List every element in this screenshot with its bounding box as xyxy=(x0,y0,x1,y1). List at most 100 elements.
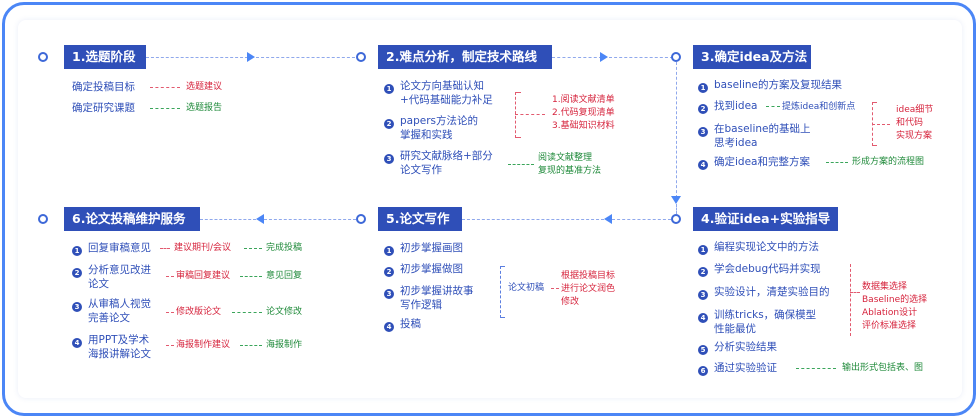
arrow-right-icon xyxy=(247,52,255,62)
stage-4-header: 4.验证idea+实验指导 xyxy=(693,207,838,231)
number-badge: 4 xyxy=(698,313,708,323)
connector xyxy=(166,345,174,346)
number-badge: 3 xyxy=(384,289,394,299)
connector xyxy=(551,288,559,289)
stage-6-green-note: 论文修改 xyxy=(266,307,303,317)
stage-1-note: 选题建议 xyxy=(186,82,223,92)
bracket xyxy=(515,114,545,115)
flow-line-5-6b xyxy=(200,219,256,220)
connector xyxy=(150,87,180,88)
stage-1-item: 确定研究课题 xyxy=(72,102,135,114)
stage-4-item-line: 编程实现论文中的方法 xyxy=(714,241,819,253)
connector xyxy=(240,276,262,277)
stage-4-item-line: 通过实验验证 xyxy=(714,362,777,374)
number-badge: 4 xyxy=(384,322,394,332)
number-badge: 3 xyxy=(698,127,708,137)
flow-line-3-4a xyxy=(676,62,677,198)
bracket xyxy=(850,292,860,293)
number-badge: 1 xyxy=(698,83,708,93)
stage-5-draft-note: 论文初稿 xyxy=(508,283,545,293)
stage-4-output-note: 输出形式包括表、图 xyxy=(842,363,924,373)
stage-5-item-line: 初步掌握做图 xyxy=(400,263,463,275)
stage-6-item-line: 论文 xyxy=(88,278,109,290)
bracket xyxy=(500,266,501,318)
stage-5-red-note: 修改 xyxy=(561,297,580,307)
stage-2-item-line: 论文写作 xyxy=(400,164,442,176)
arrow-left-icon xyxy=(256,214,264,224)
stage-3-item-line: 找到idea xyxy=(714,100,758,112)
connector xyxy=(508,164,534,165)
stage-5-red-note: 进行论文润色 xyxy=(561,284,616,294)
flow-line-4-5b xyxy=(462,219,604,220)
stage-6-item-line: 完善论文 xyxy=(88,312,130,324)
connector xyxy=(826,162,848,163)
number-badge: 6 xyxy=(698,366,708,376)
bracket xyxy=(500,317,505,318)
number-badge: 2 xyxy=(72,268,82,278)
number-badge: 5 xyxy=(698,345,708,355)
number-badge: 3 xyxy=(72,302,82,312)
stage-6-red-note: 海报制作建议 xyxy=(176,340,231,350)
stage-6-red-note: 审稿回复建议 xyxy=(176,271,231,281)
stage-2-red-note: 2.代码复现清单 xyxy=(552,108,615,118)
bracket xyxy=(500,266,505,267)
stage-3-red-note: 和代码 xyxy=(896,118,924,128)
flow-line-1-2b xyxy=(256,57,360,58)
stage-4-item-line: 性能最优 xyxy=(714,323,756,335)
stage-6-header: 6.论文投稿维护服务 xyxy=(64,207,200,231)
stage-6-green-note: 意见回复 xyxy=(266,271,303,281)
stage-6-item-line: 用PPT及学术 xyxy=(88,334,150,346)
stage-5-item-line: 投稿 xyxy=(400,318,421,330)
bracket xyxy=(515,137,521,138)
stage-1-note: 选题报告 xyxy=(186,103,223,113)
stage-4-red-note: Baseline的选择 xyxy=(862,295,928,305)
stage-6-item-line: 从审稿人视觉 xyxy=(88,298,151,310)
bracket xyxy=(872,145,877,146)
flow-line-2-3a xyxy=(552,57,602,58)
stage-2-item-line: 研究文献脉络+部分 xyxy=(400,150,493,162)
stage-4-item-line: 实验设计，清楚实验目的 xyxy=(714,286,830,298)
stage-6-item-line: 分析意见改进 xyxy=(88,264,151,276)
stage-3-header: 3.确定idea及方法 xyxy=(693,45,811,69)
node-dot xyxy=(356,214,366,224)
connector xyxy=(166,312,174,313)
connector xyxy=(166,276,174,277)
connector xyxy=(796,368,836,369)
stage-5-header: 5.论文写作 xyxy=(378,207,462,231)
stage-6-item-line: 海报讲解论文 xyxy=(88,348,151,360)
number-badge: 3 xyxy=(384,154,394,164)
stage-3-plan-note: 形成方案的流程图 xyxy=(852,157,925,167)
number-badge: 1 xyxy=(384,246,394,256)
bracket xyxy=(872,102,877,103)
stage-2-item-line: papers方法论的 xyxy=(400,115,479,127)
stage-2-red-note: 3.基础知识材料 xyxy=(552,121,615,131)
arrow-down-icon xyxy=(671,196,681,204)
flow-line-3-4b xyxy=(676,204,677,214)
number-badge: 2 xyxy=(698,104,708,114)
number-badge: 2 xyxy=(384,119,394,129)
stage-5-item-line: 写作逻辑 xyxy=(400,299,442,311)
number-badge: 2 xyxy=(698,267,708,277)
stage-6-red-note: 修改版论文 xyxy=(176,307,222,317)
bracket xyxy=(515,92,521,93)
stage-6-red-note: 建议期刊/会议 xyxy=(174,243,232,253)
number-badge: 3 xyxy=(698,290,708,300)
stage-2-green-note: 复现的基准方法 xyxy=(538,166,602,176)
flow-line-4-5a xyxy=(612,219,671,220)
stage-6-green-note: 完成投稿 xyxy=(266,243,303,253)
stage-4-item-line: 学会debug代码并实现 xyxy=(714,263,821,275)
number-badge: 1 xyxy=(384,84,394,94)
stage-3-item-line: 确定idea和完整方案 xyxy=(714,156,810,168)
stage-4-item-line: 分析实验结果 xyxy=(714,341,777,353)
node-dot xyxy=(38,214,48,224)
node-dot xyxy=(671,214,681,224)
flow-line-5-6a xyxy=(264,219,356,220)
stage-2-item-line: +代码基础能力补足 xyxy=(400,94,493,106)
stage-2-item-line: 论文方向基础认知 xyxy=(400,80,484,92)
connector xyxy=(766,106,780,107)
number-badge: 1 xyxy=(698,245,708,255)
connector xyxy=(240,345,262,346)
connector xyxy=(232,312,262,313)
bracket xyxy=(850,264,851,336)
stage-1-item: 确定投稿目标 xyxy=(72,81,135,93)
